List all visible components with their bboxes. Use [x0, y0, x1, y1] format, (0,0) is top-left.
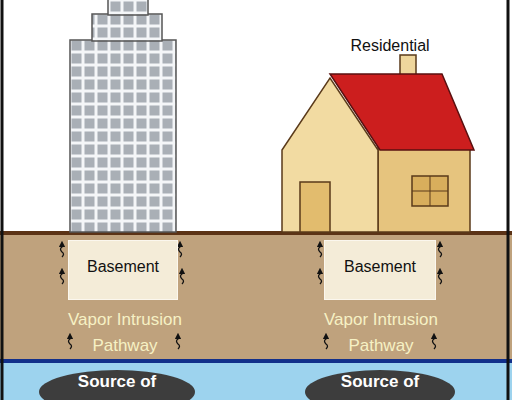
vapor-arrow [439, 244, 442, 257]
basement-box: Basement [68, 240, 178, 300]
water-table [0, 359, 512, 363]
vapor-arrow [325, 336, 328, 349]
office-building [70, 0, 176, 232]
vapor-arrow [61, 271, 64, 284]
building-label: Residential [330, 36, 450, 56]
building-body [70, 40, 176, 232]
vapor-arrow [69, 336, 72, 349]
vapor-arrow [177, 336, 180, 349]
vapor-arrow [179, 244, 182, 257]
basement-text: Basement [325, 258, 435, 276]
vapor-arrow [319, 244, 322, 257]
building-top [92, 14, 162, 41]
vapor-arrow [433, 336, 436, 349]
contamination-source: Source of [304, 364, 456, 400]
basement-box: Basement [324, 240, 436, 300]
soil-layer [0, 234, 512, 360]
contamination-source: Source of [38, 364, 196, 400]
source-text: Source of [304, 372, 456, 392]
source-blob [39, 370, 195, 400]
building-crown [108, 0, 148, 15]
vapor-arrow [439, 271, 442, 284]
window [412, 176, 448, 206]
door [300, 182, 330, 232]
vapor-arrow [319, 271, 322, 284]
window-frame [412, 191, 448, 192]
source-text: Source of [38, 372, 196, 392]
vapor-arrow [181, 271, 184, 284]
pathway-label: Vapor Intrusion Pathway [58, 307, 192, 359]
house-side-wall [378, 146, 470, 232]
pathway-label: Vapor Intrusion Pathway [314, 307, 448, 359]
source-blob [305, 370, 455, 400]
house [282, 55, 474, 232]
vapor-arrow [61, 244, 64, 257]
roof [330, 74, 474, 150]
basement-text: Basement [69, 258, 177, 276]
